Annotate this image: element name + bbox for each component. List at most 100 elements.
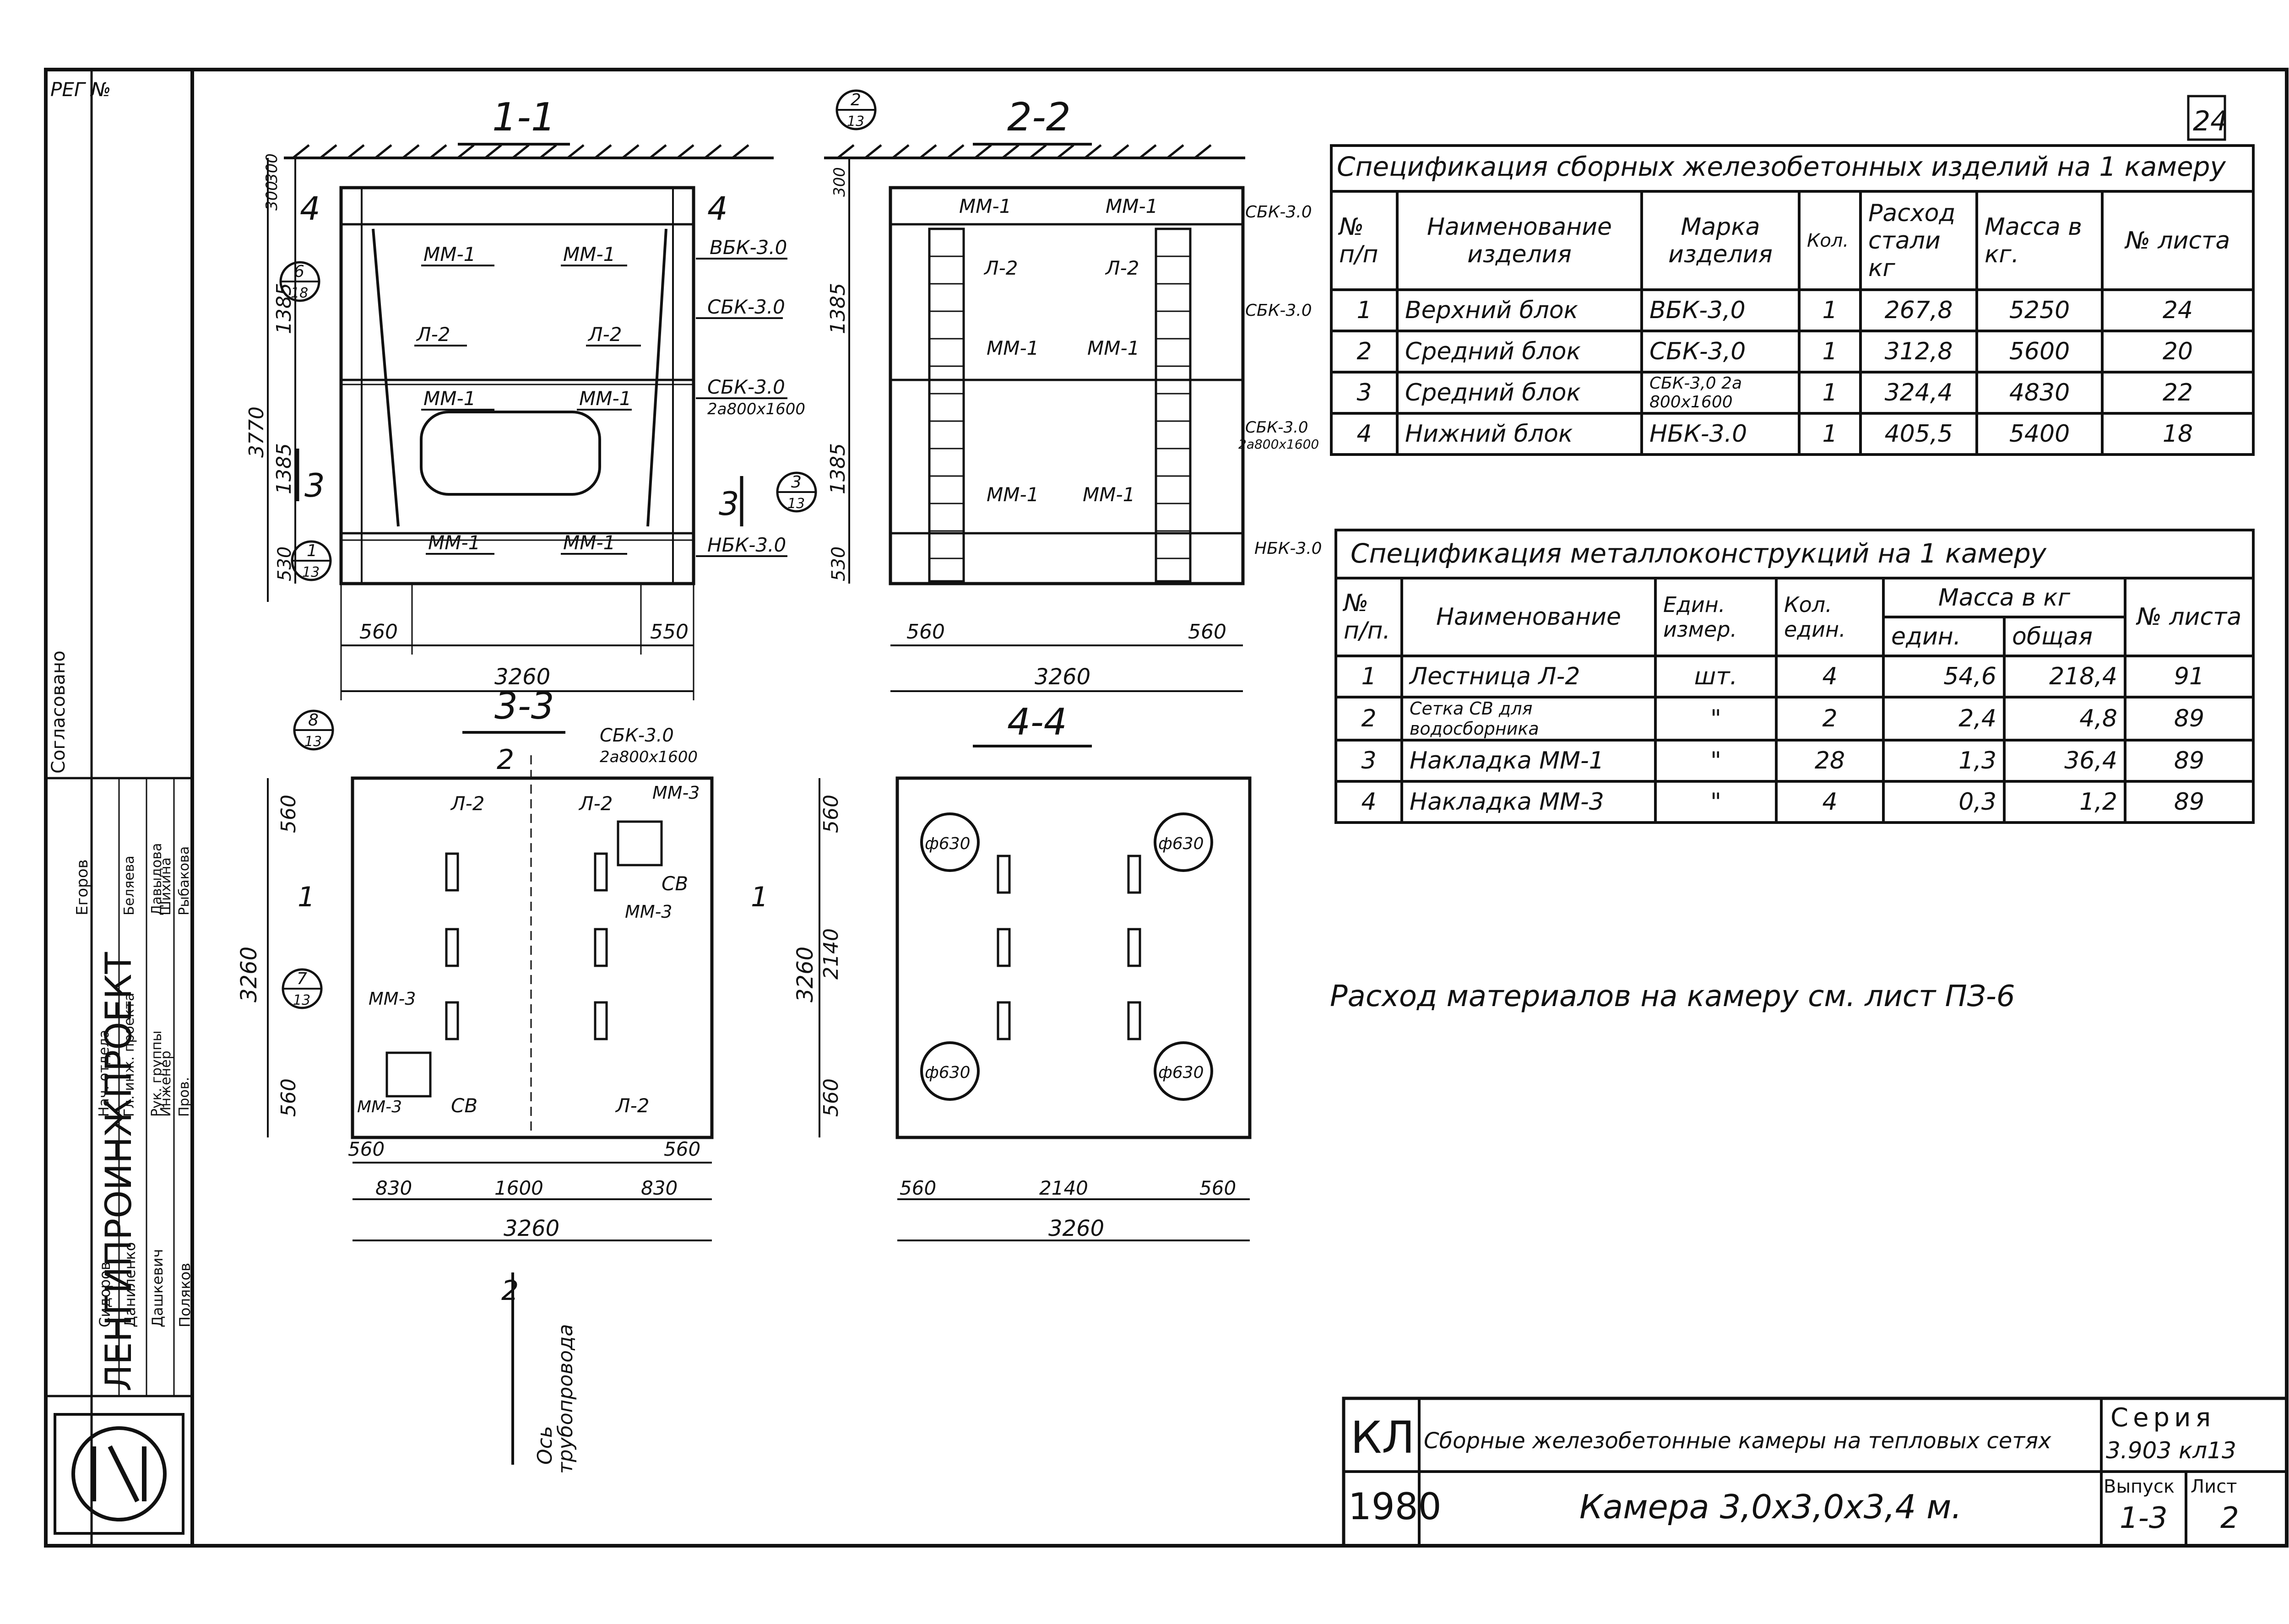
side-role: Нач. отдела	[96, 1029, 112, 1117]
svg-text:СБК-3.0: СБК-3.0	[1245, 418, 1308, 437]
svg-text:2а800х1600: 2а800х1600	[600, 748, 698, 766]
svg-text:ф630: ф630	[1158, 1063, 1204, 1082]
side-name: Егоров	[73, 859, 92, 915]
svg-text:300: 300	[263, 153, 281, 183]
svg-text:Л-2: Л-2	[615, 1094, 649, 1117]
svg-text:ф630: ф630	[925, 834, 971, 853]
svg-text:СБК-3.0: СБК-3.0	[1245, 301, 1312, 320]
tb-issue-value: 1-3	[2120, 1501, 2168, 1535]
svg-text:4: 4	[707, 190, 728, 227]
svg-text:830: 830	[375, 1177, 412, 1199]
svg-text:ММ-3: ММ-3	[357, 1098, 402, 1116]
view-3-3: 3-3 Л-2 Л-2 ММ-3 СВ ММ-3 ММ-3 ММ-3 СВ Л-…	[236, 685, 714, 1474]
ground-hatch	[292, 144, 749, 159]
svg-text:1: 1	[751, 881, 768, 913]
spec1-h-qty: Кол.	[1798, 190, 1862, 291]
collector-grid-cv	[617, 820, 663, 866]
outer-frame	[44, 68, 2289, 1548]
svg-text:13: 13	[293, 992, 310, 1008]
svg-text:ММ-1: ММ-1	[563, 243, 615, 265]
tb-code: КЛ	[1351, 1412, 1415, 1463]
title-block	[1342, 1397, 2289, 1548]
spec1-h-steel: Расход стали кг	[1859, 190, 1978, 291]
svg-text:300: 300	[830, 167, 849, 197]
tb-drawing-title: Камера 3,0х3,0х3,4 м.	[1579, 1488, 1962, 1526]
side-name: Шихина	[158, 857, 174, 915]
spec1-table: № п/п Наименование изделия Марка изделия…	[1330, 144, 2255, 456]
svg-text:ВБК-3.0: ВБК-3.0	[710, 236, 787, 259]
tb-description: Сборные железобетонные камеры на тепловы…	[1424, 1428, 2051, 1454]
svg-text:6: 6	[294, 262, 304, 281]
svg-text:ММ-1: ММ-1	[423, 387, 476, 410]
svg-text:1385: 1385	[826, 443, 850, 494]
svg-text:13: 13	[787, 496, 805, 512]
svg-text:560: 560	[664, 1138, 700, 1160]
svg-text:1600: 1600	[494, 1177, 543, 1199]
svg-text:3260: 3260	[236, 947, 262, 1002]
svg-text:ММ-1: ММ-1	[987, 483, 1039, 506]
svg-text:560: 560	[348, 1138, 385, 1160]
tb-year: 1980	[1348, 1485, 1442, 1528]
svg-text:13: 13	[302, 564, 320, 580]
side-left-name: Дашкевич	[149, 1249, 166, 1327]
svg-text:560: 560	[900, 1177, 936, 1199]
svg-text:ММ-1: ММ-1	[428, 531, 480, 554]
view-2-2: 2-2 ММ-1 ММ-1 Л-2 Л-2 ММ-1 ММ-1 ММ-1 ММ-…	[776, 89, 1322, 692]
svg-text:Л-2: Л-2	[587, 323, 622, 346]
svg-text:СБК-3.0: СБК-3.0	[707, 296, 785, 318]
svg-text:НБК-3.0: НБК-3.0	[707, 534, 786, 556]
svg-text:3260: 3260	[504, 1216, 559, 1241]
sheet-number: 24	[2193, 105, 2228, 137]
svg-text:ф630: ф630	[1158, 834, 1204, 853]
org-logo	[54, 1413, 184, 1535]
tb-series-value: 3.903 кл13	[2106, 1437, 2236, 1464]
svg-text:8: 8	[308, 711, 319, 730]
svg-text:ф630: ф630	[925, 1063, 971, 1082]
svg-text:13: 13	[304, 734, 322, 750]
svg-text:ММ-3: ММ-3	[652, 783, 700, 803]
svg-text:830: 830	[641, 1177, 678, 1199]
svg-text:ММ-1: ММ-1	[423, 243, 476, 265]
chamber-outline-2-2	[889, 186, 1245, 585]
svg-text:Л-2: Л-2	[983, 257, 1018, 279]
svg-text:ММ-1: ММ-1	[579, 387, 631, 410]
materials-note: Расход материалов на камеру см. лист ПЗ-…	[1330, 980, 2015, 1013]
svg-text:3: 3	[304, 467, 325, 504]
view-title-4-4: 4-4	[1007, 701, 1067, 743]
view-title-1-1: 1-1	[492, 95, 556, 140]
svg-text:300: 300	[263, 181, 281, 211]
ladder-right	[1155, 227, 1192, 583]
spec1-h-name: Наименование изделия	[1396, 190, 1643, 291]
svg-text:1: 1	[307, 541, 317, 560]
svg-text:2140: 2140	[819, 928, 843, 980]
svg-text:560: 560	[359, 620, 398, 644]
spec2-table: № п/п. Наименование Един. измер. Кол. ед…	[1334, 529, 2255, 824]
svg-text:ММ-1: ММ-1	[1106, 195, 1158, 217]
tb-sheet-value: 2	[2220, 1501, 2239, 1535]
tb-issue-label: Выпуск	[2104, 1476, 2175, 1497]
opening-2a800x1600	[420, 411, 601, 496]
side-name: Рыбакова	[176, 846, 192, 915]
ladder-left	[928, 227, 965, 583]
svg-text:ММ-3: ММ-3	[369, 989, 416, 1009]
svg-text:СБК-3.0: СБК-3.0	[707, 376, 785, 398]
side-role: Инженер	[158, 1050, 174, 1117]
svg-text:18: 18	[291, 285, 308, 301]
svg-text:ММ-1: ММ-1	[1087, 337, 1139, 359]
svg-text:560: 560	[906, 620, 945, 644]
spec1-h-mass: Масса в кг.	[1975, 190, 2104, 291]
svg-text:ММ-3: ММ-3	[625, 902, 672, 922]
svg-text:3260: 3260	[792, 947, 818, 1002]
side-stamp: РЕГ №	[46, 70, 192, 1546]
svg-text:3: 3	[791, 473, 802, 492]
view-title-3-3: 3-3	[494, 685, 554, 727]
svg-text:НБК-3.0: НБК-3.0	[1254, 539, 1322, 558]
svg-text:Л-2: Л-2	[1105, 257, 1139, 279]
svg-text:560: 560	[819, 795, 843, 833]
